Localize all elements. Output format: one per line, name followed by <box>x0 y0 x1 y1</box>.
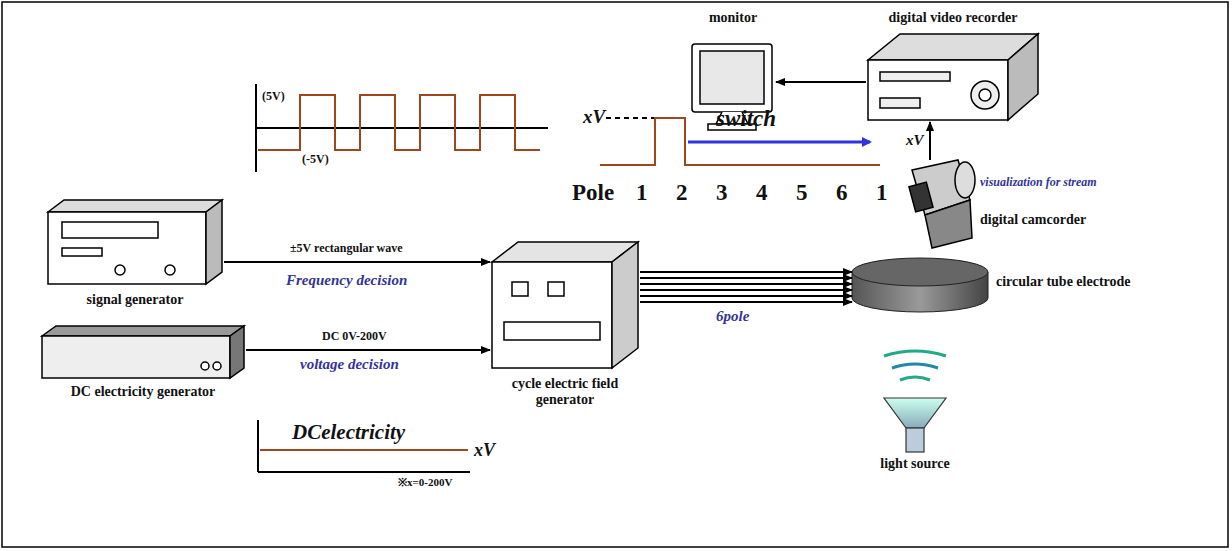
dc-generator-icon <box>42 326 244 378</box>
connector-line <box>640 301 852 303</box>
connector-line <box>640 283 852 285</box>
connector-line <box>640 271 852 273</box>
annotation-label: 4 <box>756 180 768 206</box>
device-node: light source <box>882 346 948 454</box>
device-label: circular tube electrode <box>996 274 1131 290</box>
connector-line <box>929 122 931 160</box>
annotation-label: (5V) <box>262 90 285 104</box>
device-node: digital video recorder <box>866 32 1040 122</box>
annotation-label: 6 <box>836 180 848 206</box>
edge-label: xV <box>906 132 924 149</box>
annotation-label: visualization for stream <box>980 176 1097 190</box>
annotation-label: Frequency decision <box>286 272 407 289</box>
camcorder-icon <box>909 160 975 248</box>
annotation-label: xV <box>474 440 495 461</box>
recorder-icon <box>868 34 1038 120</box>
connector-line <box>640 295 852 297</box>
annotation-label: xV <box>583 106 605 128</box>
device-node: digital camcorder <box>908 160 974 250</box>
dc-graph <box>258 420 470 472</box>
annotation-label: DCelectricity <box>292 420 405 444</box>
device-label: digital camcorder <box>980 212 1086 228</box>
annotation-label: ※x=0-200V <box>398 476 452 489</box>
annotation-label: 3 <box>716 180 728 206</box>
annotation-label: (-5V) <box>302 153 329 167</box>
cycle-generator-icon <box>492 242 638 368</box>
square-wave <box>256 84 548 172</box>
connector <box>246 350 490 351</box>
device-label: light source <box>880 456 949 472</box>
connector-line <box>640 277 852 279</box>
device-label: digital video recorder <box>889 10 1018 26</box>
annotation-label: 1 <box>876 180 888 206</box>
connector-line <box>640 289 852 291</box>
device-label: cycle electric field generator <box>490 376 640 408</box>
annotation-label: voltage decision <box>300 356 399 373</box>
device-node: cycle electric field generator <box>490 242 640 370</box>
annotation-label: Pole <box>572 180 614 206</box>
signal-generator-icon <box>48 200 222 284</box>
connector <box>224 262 490 263</box>
connector <box>776 82 866 83</box>
connector-line <box>224 261 490 263</box>
edge-label: 6pole <box>716 308 749 325</box>
annotation-label: 5 <box>796 180 808 206</box>
connector <box>930 122 931 160</box>
connector-line <box>776 81 866 83</box>
device-node: signal generator <box>46 200 224 286</box>
electrode-icon <box>852 258 988 312</box>
annotation-label: 2 <box>676 180 688 206</box>
annotation-label: 1 <box>636 180 648 206</box>
device-label: signal generator <box>87 292 184 308</box>
annotation-label: switch <box>716 106 776 132</box>
connector <box>640 272 852 302</box>
edge-label: ±5V rectangular wave <box>290 242 403 256</box>
edge-label: DC 0V-200V <box>322 330 387 344</box>
light-source-icon <box>884 351 946 452</box>
device-node: circular tube electrode <box>852 258 990 314</box>
device-node: DC electricity generator <box>40 326 246 380</box>
device-label: DC electricity generator <box>71 384 216 400</box>
device-label: monitor <box>709 10 757 26</box>
connector-line <box>246 349 490 351</box>
